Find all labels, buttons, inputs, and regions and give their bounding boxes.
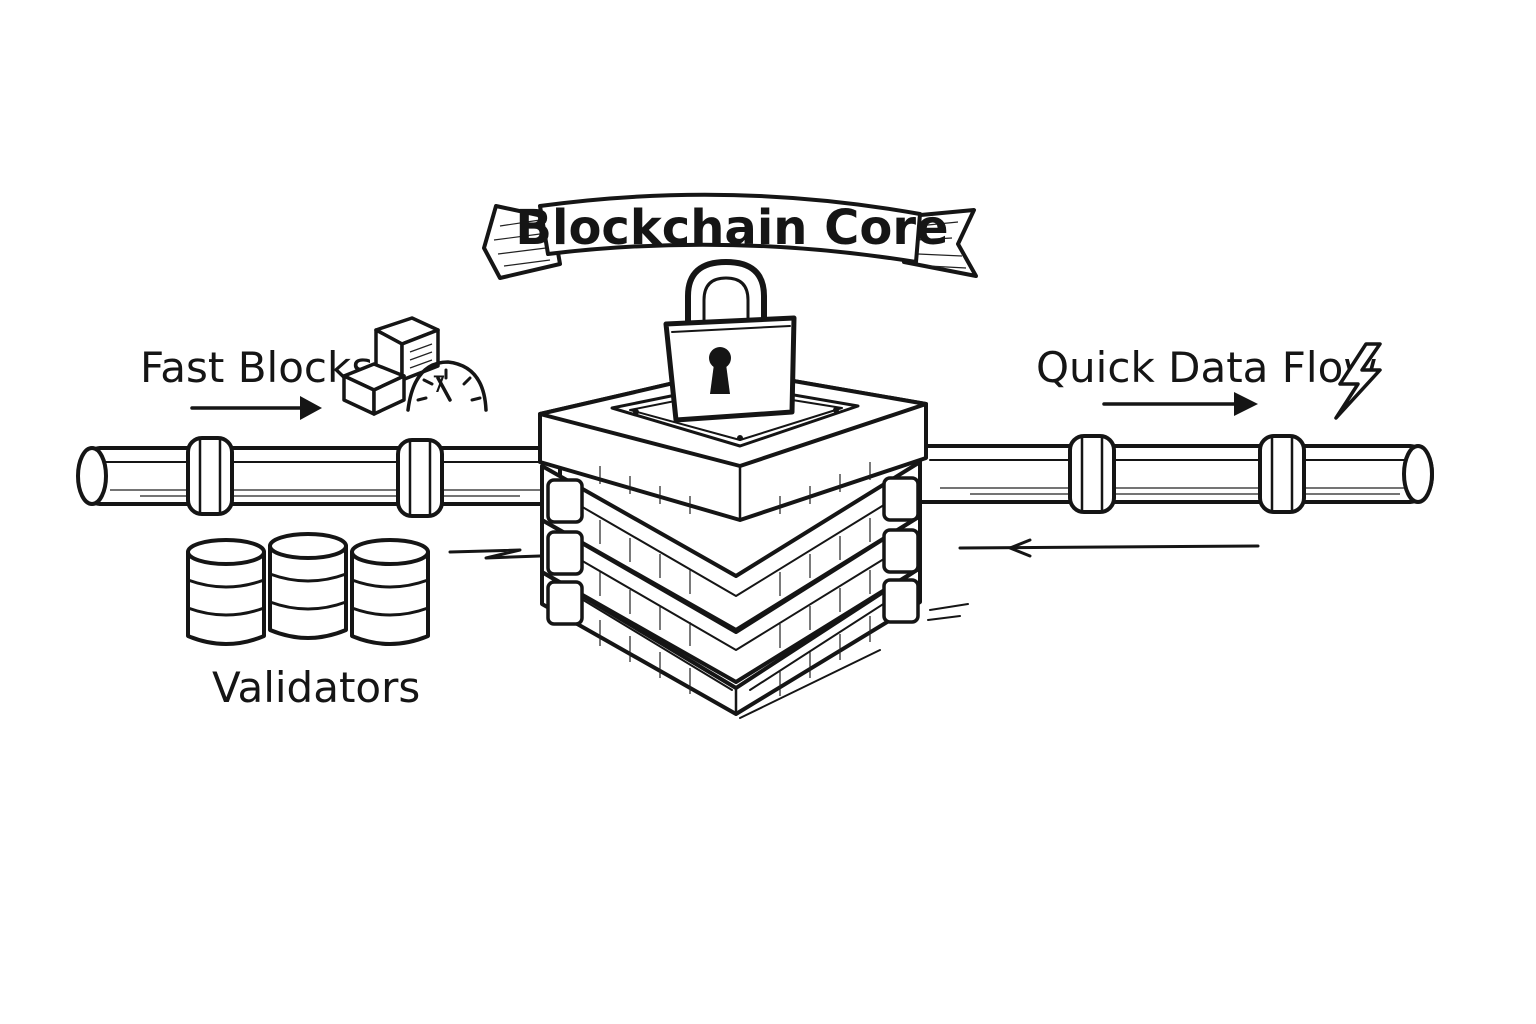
banner-title: Blockchain Core (515, 200, 948, 256)
validators-label: Validators (212, 663, 420, 712)
title-banner: Blockchain Core (482, 192, 978, 280)
lightning-bolt-icon (1334, 342, 1382, 420)
left-pipe-coupling-1 (186, 436, 234, 516)
speedometer-digit: 7 (432, 373, 446, 398)
speedometer-icon: 7 (406, 360, 488, 412)
fast-blocks-group: Fast Blocks 7 (140, 316, 488, 420)
stack-side-tabs (546, 476, 920, 626)
database-icon (350, 538, 430, 646)
stack-layer-4 (540, 566, 922, 716)
database-icon (186, 538, 266, 646)
padlock-icon (663, 259, 797, 423)
right-pipe-coupling-1 (1068, 434, 1116, 514)
quick-data-flow-group: Quick Data Flow (1036, 342, 1382, 420)
quick-data-flow-arrow (1102, 392, 1258, 416)
flow-lines (448, 538, 1260, 560)
stack-layer-2 (540, 460, 922, 632)
right-pipe (918, 434, 1434, 514)
fast-blocks-arrow (190, 396, 322, 420)
validators-group: Validators (186, 532, 430, 712)
blockchain-core-stack (538, 368, 969, 719)
left-pipe-coupling-2 (396, 438, 444, 518)
stack-shadow (739, 603, 969, 719)
fast-blocks-label: Fast Blocks (140, 343, 373, 392)
right-pipe-coupling-2 (1258, 434, 1306, 514)
database-icon (268, 532, 348, 640)
left-pipe (76, 436, 562, 518)
quick-data-flow-label: Quick Data Flow (1036, 343, 1378, 392)
